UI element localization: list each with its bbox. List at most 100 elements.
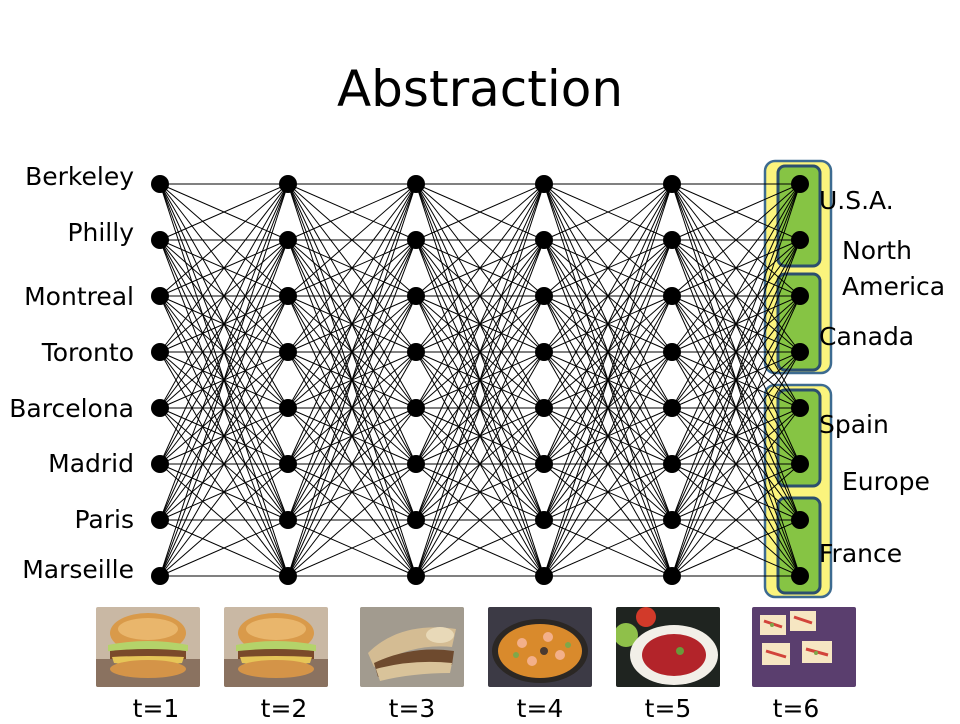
transition-edge — [671, 519, 801, 577]
state-node — [279, 511, 297, 529]
transition-edge — [671, 351, 801, 577]
country-box-spain — [776, 388, 822, 488]
state-node — [791, 175, 809, 193]
transition-edge — [159, 183, 289, 409]
time-label-t4: t=4 — [516, 694, 564, 723]
state-node — [663, 455, 681, 473]
transition-edge — [543, 463, 673, 577]
food-image-sandwich — [360, 607, 464, 687]
state-node — [791, 343, 809, 361]
transition-edge — [543, 407, 673, 577]
state-node — [791, 399, 809, 417]
state-node — [407, 231, 425, 249]
transition-edge — [671, 183, 801, 353]
transition-edge — [287, 183, 417, 521]
state-node — [663, 287, 681, 305]
city-label-berkeley: Berkeley — [25, 162, 134, 191]
state-node — [535, 287, 553, 305]
city-label-madrid: Madrid — [48, 449, 134, 478]
transition-edge — [159, 183, 289, 521]
transition-edge — [159, 183, 289, 465]
transition-edge — [159, 183, 289, 241]
country-box-usa — [776, 164, 822, 268]
state-node — [407, 287, 425, 305]
transition-edge — [671, 183, 801, 409]
transition-edge — [415, 183, 545, 297]
transition-edge — [543, 183, 673, 521]
continent-label-europe: Europe — [842, 467, 930, 496]
state-node — [791, 287, 809, 305]
transition-edges — [159, 183, 801, 577]
state-node — [279, 567, 297, 585]
transition-edge — [415, 519, 545, 577]
state-node — [535, 399, 553, 417]
state-node — [407, 343, 425, 361]
transition-edge — [159, 183, 289, 577]
transition-edge — [287, 183, 417, 577]
state-node — [279, 175, 297, 193]
slide-title: Abstraction — [336, 60, 624, 118]
transition-edge — [671, 183, 801, 241]
continent-label-america: America — [842, 272, 946, 301]
country-box-canada — [776, 272, 822, 372]
continent-label-north: North — [842, 236, 912, 265]
country-label-canada: Canada — [819, 322, 915, 351]
time-label-t6: t=6 — [772, 694, 820, 723]
transition-edge — [415, 183, 545, 241]
state-node — [535, 455, 553, 473]
country-box-france — [776, 496, 822, 595]
state-node — [407, 567, 425, 585]
city-label-paris: Paris — [74, 505, 134, 534]
transition-edge — [671, 183, 801, 521]
food-image-paella — [488, 607, 592, 687]
state-node — [663, 231, 681, 249]
transition-edge — [415, 183, 545, 465]
city-label-barcelona: Barcelona — [9, 394, 134, 423]
transition-edge — [159, 351, 289, 577]
state-node — [407, 175, 425, 193]
transition-edge — [287, 407, 417, 577]
city-label-marseille: Marseille — [22, 555, 134, 584]
state-node — [279, 455, 297, 473]
state-node — [791, 455, 809, 473]
state-node — [663, 175, 681, 193]
transition-edge — [671, 183, 801, 465]
food-image-canapes — [752, 607, 856, 687]
state-node — [663, 567, 681, 585]
transition-edge — [671, 295, 801, 577]
transition-edge — [543, 183, 673, 465]
state-node — [151, 231, 169, 249]
city-label-philly: Philly — [67, 218, 134, 247]
state-node — [791, 567, 809, 585]
state-node — [151, 567, 169, 585]
country-label-spain: Spain — [819, 410, 889, 439]
state-node — [151, 511, 169, 529]
transition-edge — [287, 183, 417, 409]
transition-edge — [671, 183, 801, 577]
transition-edge — [543, 183, 673, 297]
transition-edge — [543, 183, 673, 409]
state-node — [791, 511, 809, 529]
time-label-t5: t=5 — [644, 694, 692, 723]
state-node — [151, 175, 169, 193]
state-node — [663, 399, 681, 417]
city-label-toronto: Toronto — [41, 338, 134, 367]
country-label-france: France — [819, 539, 903, 568]
state-node — [791, 231, 809, 249]
transition-edge — [287, 295, 417, 577]
transition-edge — [287, 463, 417, 577]
food-image-gazpacho — [616, 607, 720, 687]
state-node — [535, 343, 553, 361]
state-node — [535, 175, 553, 193]
food-image-burger — [224, 607, 328, 687]
transition-edge — [415, 407, 545, 577]
transition-edge — [543, 351, 673, 577]
transition-edge — [671, 407, 801, 577]
transition-edge — [159, 463, 289, 577]
state-node — [407, 455, 425, 473]
transition-edge — [159, 183, 289, 297]
transition-edge — [287, 519, 417, 577]
state-node — [407, 399, 425, 417]
transition-edge — [543, 183, 673, 241]
